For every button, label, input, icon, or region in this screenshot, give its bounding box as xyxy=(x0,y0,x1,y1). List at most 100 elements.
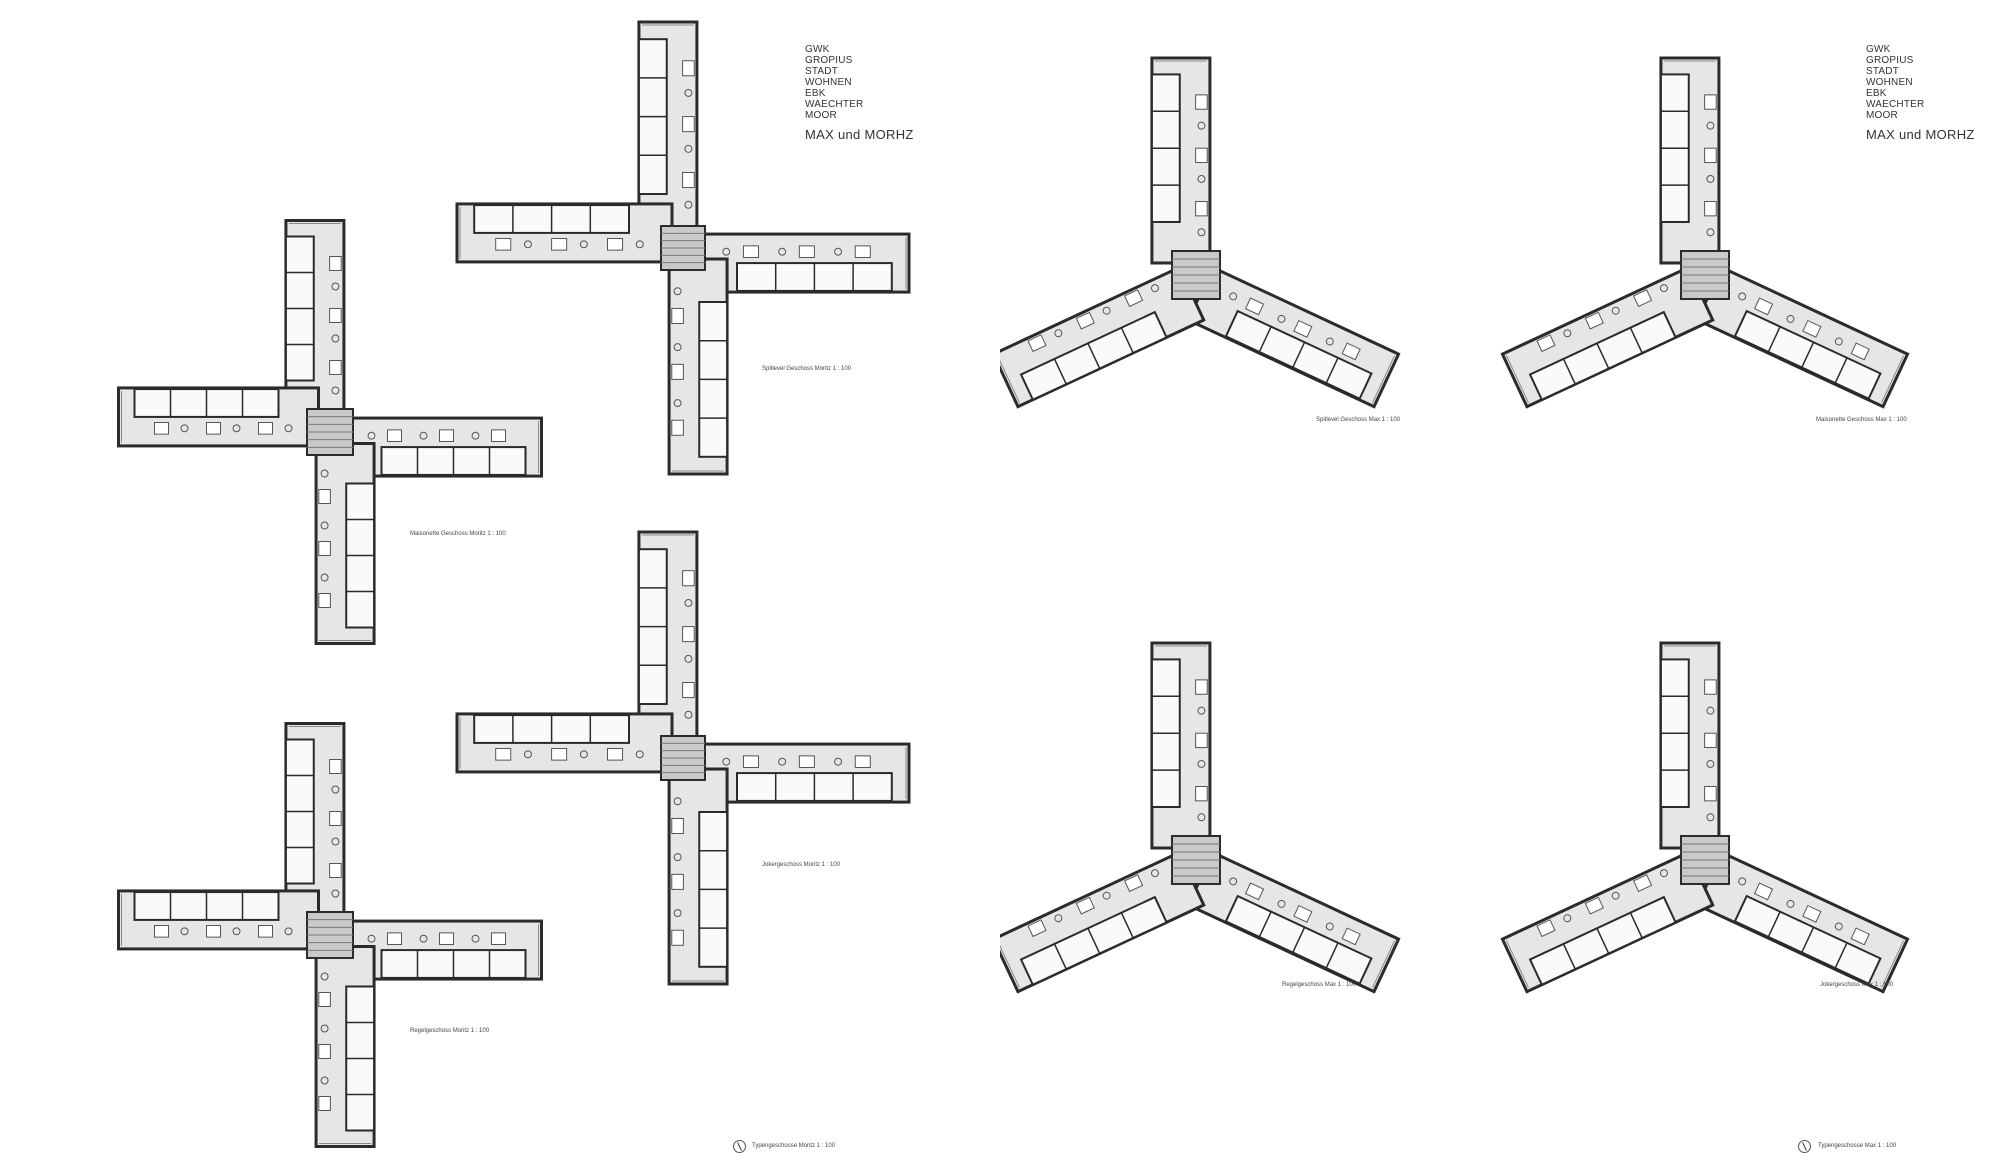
title-line: STADT xyxy=(805,66,839,77)
furniture-table xyxy=(206,925,221,938)
brand-logo: MAX und MORHZ xyxy=(805,127,914,142)
furniture-chair xyxy=(1563,329,1572,338)
furniture-chair xyxy=(684,710,693,719)
furniture-chair xyxy=(1229,877,1238,886)
furniture-chair xyxy=(722,247,731,256)
furniture-chair xyxy=(635,240,644,249)
furniture-table xyxy=(1123,874,1144,893)
furniture-table xyxy=(742,245,759,258)
furniture-table xyxy=(854,245,871,258)
furniture-chair xyxy=(180,927,189,936)
furniture-chair xyxy=(320,573,329,582)
furniture-table xyxy=(318,489,331,504)
furniture-chair xyxy=(331,889,340,898)
furniture-chair xyxy=(1611,891,1620,900)
floor-plans-max xyxy=(1000,56,1910,994)
furniture-chair xyxy=(684,654,693,663)
furniture-table xyxy=(1584,896,1604,915)
furniture-chair xyxy=(1706,228,1715,237)
furniture-chair xyxy=(1150,869,1159,878)
furniture-table xyxy=(1704,732,1717,749)
furniture-table xyxy=(1244,882,1265,901)
furniture-table xyxy=(682,682,695,699)
furniture-chair xyxy=(1229,292,1238,301)
furniture-chair xyxy=(673,853,682,862)
furniture-table xyxy=(551,238,568,251)
building-plan xyxy=(117,219,543,645)
furniture-chair xyxy=(1834,337,1843,346)
plan-caption: Jokergeschoss Moritz 1 : 100 xyxy=(762,862,841,868)
wing-group xyxy=(455,712,674,774)
furniture-chair xyxy=(1738,292,1747,301)
furniture-chair xyxy=(523,750,532,759)
furniture-table xyxy=(1075,311,1095,330)
furniture-table xyxy=(682,172,695,189)
wing-group xyxy=(1000,265,1206,409)
furniture-chair xyxy=(320,1024,329,1033)
furniture-chair xyxy=(1659,284,1668,293)
furniture-chair xyxy=(1197,706,1206,715)
title-line: GWK xyxy=(1866,44,1891,55)
furniture-chair xyxy=(1834,922,1843,931)
furniture-table xyxy=(154,925,169,938)
furniture-table xyxy=(1802,319,1822,338)
partition-wall xyxy=(1120,327,1134,354)
wing-group xyxy=(314,442,376,645)
title-line: MOOR xyxy=(805,110,837,121)
furniture-chair xyxy=(673,399,682,408)
furniture-chair xyxy=(331,386,340,395)
furniture-table xyxy=(387,429,402,442)
sheet-caption: Typengeschosse Moritz 1 : 100 xyxy=(752,1143,836,1149)
title-line: WAECHTER xyxy=(1866,99,1925,110)
furniture-chair xyxy=(1054,914,1063,923)
furniture-table xyxy=(1704,147,1717,164)
furniture-chair xyxy=(834,757,843,766)
furniture-table xyxy=(1293,319,1313,338)
plan-caption: Spitlevel Geschoss Moritz 1 : 100 xyxy=(762,366,852,372)
furniture-chair xyxy=(367,934,376,943)
partition-wall xyxy=(1596,927,1610,954)
furniture-chair xyxy=(367,431,376,440)
furniture-chair xyxy=(1706,759,1715,768)
furniture-table xyxy=(798,245,815,258)
furniture-chair xyxy=(419,934,428,943)
furniture-chair xyxy=(471,934,480,943)
wing-group xyxy=(340,919,543,981)
furniture-chair xyxy=(1102,891,1111,900)
furniture-table xyxy=(258,422,273,435)
title-line: WOHNEN xyxy=(1866,77,1913,88)
partition-wall xyxy=(1258,326,1272,353)
furniture-chair xyxy=(1150,284,1159,293)
furniture-chair xyxy=(1197,174,1206,183)
partition-wall xyxy=(1087,342,1101,369)
partition-wall xyxy=(1120,912,1134,939)
furniture-table xyxy=(1341,342,1361,361)
title-line: EBK xyxy=(1866,88,1887,99)
furniture-table xyxy=(671,929,684,946)
wing-group xyxy=(637,20,699,239)
title-line: WAECHTER xyxy=(805,99,864,110)
facade-line xyxy=(1881,940,1905,988)
furniture-chair xyxy=(1706,174,1715,183)
furniture-table xyxy=(671,817,684,834)
facade-line xyxy=(1000,940,1020,988)
furniture-chair xyxy=(320,521,329,530)
partition-wall xyxy=(1562,943,1576,970)
facade-line xyxy=(1372,940,1396,988)
wing-group xyxy=(1150,56,1212,265)
title-line: GWK xyxy=(805,44,830,55)
furniture-table xyxy=(206,422,221,435)
furniture-chair xyxy=(331,334,340,343)
furniture-table xyxy=(1195,732,1208,749)
plan-caption: Jokergeschoss Max 1 : 100 xyxy=(1820,982,1894,988)
partition-wall xyxy=(1801,341,1815,368)
wing-group xyxy=(667,767,729,986)
furniture-chair xyxy=(1706,706,1715,715)
wing-group xyxy=(1186,850,1401,994)
plan-caption: Maisonette Geschoss Moritz 1 : 100 xyxy=(410,531,506,537)
furniture-table xyxy=(798,755,815,768)
furniture-table xyxy=(1075,896,1095,915)
furniture-chair xyxy=(579,240,588,249)
partition-wall xyxy=(1053,358,1067,385)
facade-line xyxy=(1881,355,1905,403)
